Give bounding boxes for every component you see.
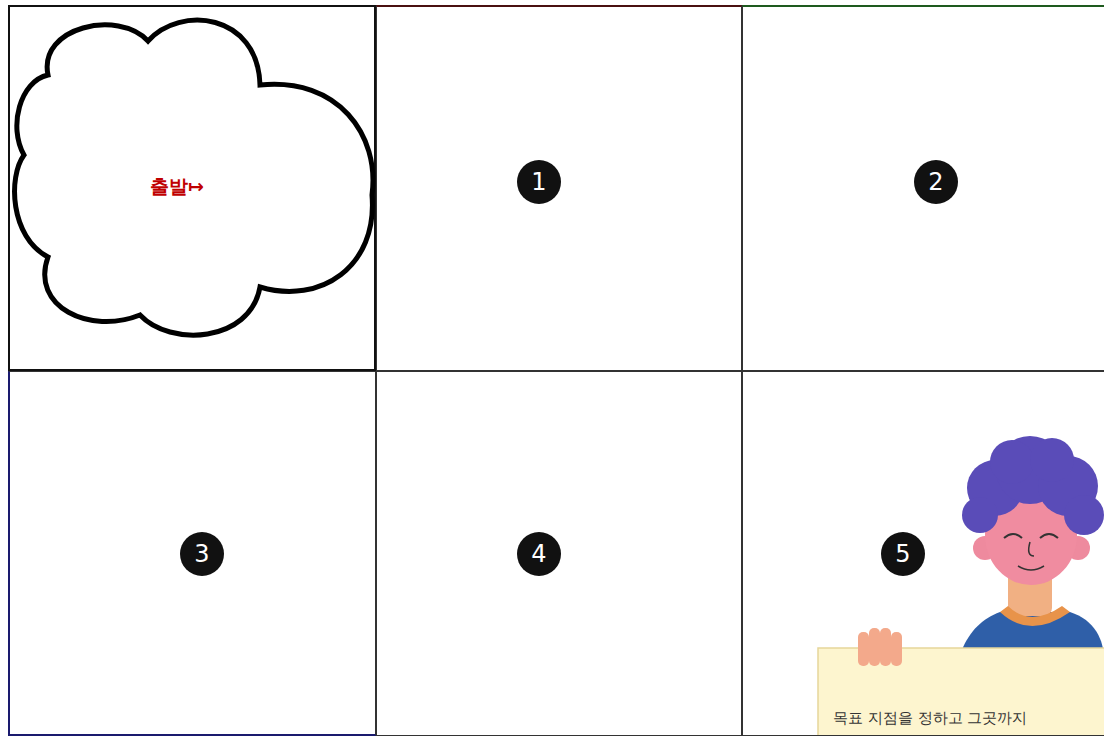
mouth — [1018, 566, 1044, 570]
start-cell: 출발↦ — [8, 5, 376, 371]
grid-cell: 2 — [742, 5, 1104, 371]
callout-number: 1 — [517, 160, 561, 204]
start-label: 출발↦ — [150, 174, 204, 200]
callout-number: 3 — [180, 532, 224, 576]
nose — [1029, 542, 1034, 556]
grid-cell: 5 목표 지점을 정하고 그곳까지 — [742, 371, 1104, 736]
grid-cell: 3 — [8, 371, 376, 736]
grid-cell: 1 — [376, 5, 742, 371]
grid-cell: 4 — [376, 371, 742, 736]
eye — [1040, 534, 1058, 538]
cloud-outline — [15, 20, 373, 335]
sign-text-area: 목표 지점을 정하고 그곳까지 — [819, 649, 1104, 736]
hand — [858, 628, 902, 666]
sign-text: 목표 지점을 정하고 그곳까지 — [833, 709, 1027, 727]
callout-number: 2 — [914, 160, 958, 204]
callout-number: 5 — [881, 532, 925, 576]
callout-number: 4 — [517, 532, 561, 576]
eye — [1004, 534, 1022, 538]
hair — [962, 436, 1104, 535]
collar — [1000, 606, 1070, 626]
person-figure — [818, 436, 1104, 736]
